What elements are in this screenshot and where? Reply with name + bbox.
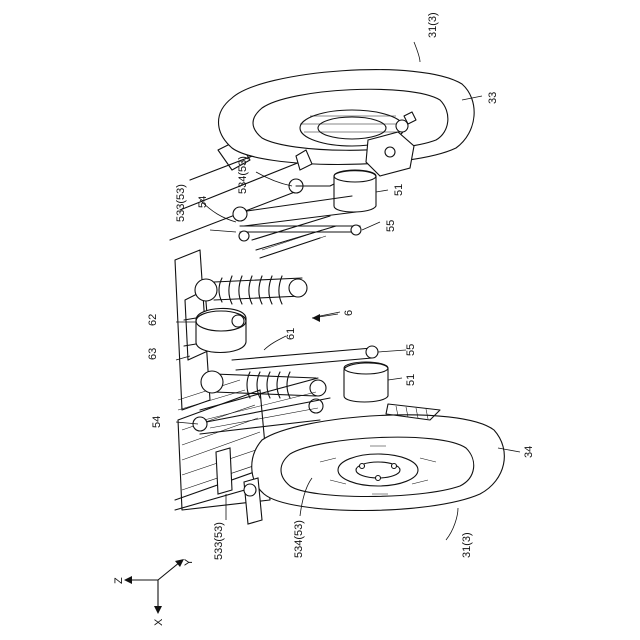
upper-wheel	[219, 70, 475, 176]
label-51-top: 51	[393, 184, 405, 196]
label-33: 33	[487, 92, 499, 104]
label-55-top: 55	[385, 220, 397, 232]
label-6: 6	[343, 310, 355, 316]
label-533-bottom: 533(53)	[213, 522, 225, 560]
label-51-bottom: 51	[405, 374, 417, 386]
upper-arm-assembly	[233, 150, 376, 258]
label-54-bottom: 54	[151, 416, 163, 428]
label-31-bottom: 31(3)	[461, 532, 473, 558]
label-533-top: 533(53)	[175, 184, 187, 222]
axis-label-x: X	[153, 618, 165, 626]
label-62: 62	[147, 314, 159, 326]
label-34: 34	[523, 446, 535, 458]
axis-label-z: Z	[113, 577, 125, 584]
axis-label-y: Y	[183, 558, 195, 566]
label-534-bottom: 534(53)	[293, 520, 305, 558]
lower-wheel	[216, 404, 504, 524]
label-61: 61	[285, 328, 297, 340]
label-31-top: 31(3)	[427, 12, 439, 38]
label-63: 63	[147, 348, 159, 360]
label-534-top: 534(53)	[237, 156, 249, 194]
label-54-top: 54	[197, 196, 209, 208]
label-55-bottom: 55	[405, 344, 417, 356]
coordinate-axes: Z Y X	[113, 558, 195, 626]
